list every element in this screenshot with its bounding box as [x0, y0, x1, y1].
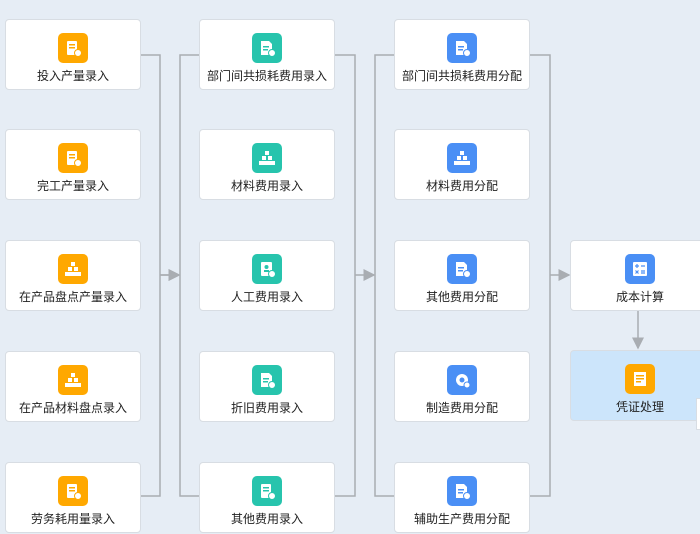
stack-icon: [58, 254, 88, 284]
clipboard-icon: [58, 476, 88, 506]
flow-node-label: 在产品盘点产量录入: [18, 290, 127, 304]
stack-icon: [447, 143, 477, 173]
stack-icon: [58, 365, 88, 395]
clipboard-icon: [252, 476, 282, 506]
flow-node[interactable]: 部门间共损耗费用分配: [394, 19, 530, 90]
document-icon: [447, 476, 477, 506]
document-icon: [252, 33, 282, 63]
clipboard-icon: [58, 33, 88, 63]
flow-node[interactable]: 其他费用分配: [394, 240, 530, 311]
flow-node[interactable]: 材料费用分配: [394, 129, 530, 200]
flow-node-label: 成本计算: [615, 290, 664, 304]
gear-icon: [447, 365, 477, 395]
flow-node[interactable]: 人工费用录入: [199, 240, 335, 311]
flow-node-label: 投入产量录入: [36, 69, 109, 83]
panel-edge: [696, 398, 700, 430]
flow-node[interactable]: 其他费用录入: [199, 462, 335, 533]
flow-node-label: 制造费用分配: [425, 401, 498, 415]
flow-node[interactable]: 部门间共损耗费用录入: [199, 19, 335, 90]
flow-node[interactable]: 凭证处理: [570, 350, 700, 421]
flow-node[interactable]: 劳务耗用量录入: [5, 462, 141, 533]
flow-node[interactable]: 成本计算: [570, 240, 700, 311]
document-icon: [447, 254, 477, 284]
clipboard-icon: [58, 143, 88, 173]
flow-node-label: 完工产量录入: [36, 179, 109, 193]
flow-node-label: 劳务耗用量录入: [30, 512, 115, 526]
flow-node-label: 辅助生产费用分配: [413, 512, 510, 526]
voucher-icon: [625, 364, 655, 394]
flow-node-label: 其他费用分配: [425, 290, 498, 304]
flow-node-label: 人工费用录入: [230, 290, 303, 304]
document-icon: [447, 33, 477, 63]
flow-node[interactable]: 在产品材料盘点录入: [5, 351, 141, 422]
flow-node-label: 凭证处理: [615, 400, 664, 414]
flow-node[interactable]: 折旧费用录入: [199, 351, 335, 422]
flow-node-label: 其他费用录入: [230, 512, 303, 526]
flow-node[interactable]: 辅助生产费用分配: [394, 462, 530, 533]
flow-node-label: 材料费用录入: [230, 179, 303, 193]
flow-node[interactable]: 在产品盘点产量录入: [5, 240, 141, 311]
flow-node-label: 折旧费用录入: [230, 401, 303, 415]
flow-node-label: 在产品材料盘点录入: [18, 401, 127, 415]
flow-node[interactable]: 投入产量录入: [5, 19, 141, 90]
document-icon: [252, 365, 282, 395]
flow-node-label: 部门间共损耗费用录入: [206, 69, 327, 83]
flow-node[interactable]: 完工产量录入: [5, 129, 141, 200]
flow-node[interactable]: 材料费用录入: [199, 129, 335, 200]
stack-icon: [252, 143, 282, 173]
flow-node-label: 部门间共损耗费用分配: [401, 69, 522, 83]
person-doc-icon: [252, 254, 282, 284]
calculator-icon: [625, 254, 655, 284]
flow-node-label: 材料费用分配: [425, 179, 498, 193]
flow-node[interactable]: 制造费用分配: [394, 351, 530, 422]
